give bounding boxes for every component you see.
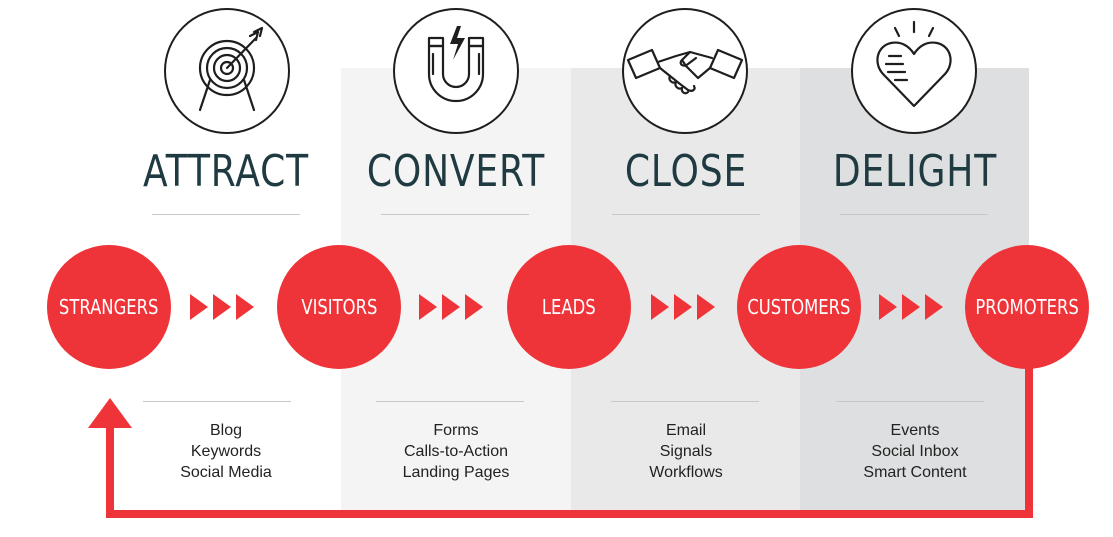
tools-delight: Events Social Inbox Smart Content [800,420,1030,483]
chevron-arrows-icon [651,294,715,320]
circle-leads: LEADS [507,245,631,369]
tool-item: Keywords [190,443,262,460]
divider [381,214,529,215]
stage-title-close: CLOSE [624,146,748,197]
divider [612,214,760,215]
divider [143,401,291,402]
chevron-arrows-icon [190,294,254,320]
tool-item: Signals [659,443,713,460]
tool-item: Landing Pages [402,464,510,481]
divider [840,214,988,215]
tool-item: Social Media [180,464,272,481]
tool-item: Email [665,422,706,439]
circle-label: LEADS [542,295,596,319]
tool-item: Smart Content [863,464,967,481]
chevron-arrows-icon [419,294,483,320]
tools-attract: Blog Keywords Social Media [111,420,341,483]
stage-title-attract: ATTRACT [143,146,309,197]
divider [836,401,984,402]
circle-label: VISITORS [300,295,378,319]
stage-title-delight: DELIGHT [832,146,998,197]
heart-icon [851,8,977,134]
divider [152,214,300,215]
tool-item: Workflows [649,464,723,481]
handshake-icon [622,8,748,134]
circle-strangers: STRANGERS [47,245,171,369]
circle-customers: CUSTOMERS [737,245,861,369]
tool-item: Social Inbox [871,443,959,460]
tool-item: Forms [433,422,479,439]
stage-title-convert: CONVERT [366,146,546,197]
divider [611,401,759,402]
circle-label: STRANGERS [59,295,159,319]
tool-item: Blog [209,422,243,439]
target-icon [164,8,290,134]
circle-promoters: PROMOTERS [965,245,1089,369]
chevron-arrows-icon [879,294,943,320]
circle-label: CUSTOMERS [747,295,851,319]
tool-item: Events [890,422,940,439]
circle-visitors: VISITORS [277,245,401,369]
divider [376,401,524,402]
magnet-icon [393,8,519,134]
tools-convert: Forms Calls-to-Action Landing Pages [341,420,571,483]
tool-item: Calls-to-Action [403,443,509,460]
tools-close: Email Signals Workflows [571,420,801,483]
circle-label: PROMOTERS [975,295,1079,319]
